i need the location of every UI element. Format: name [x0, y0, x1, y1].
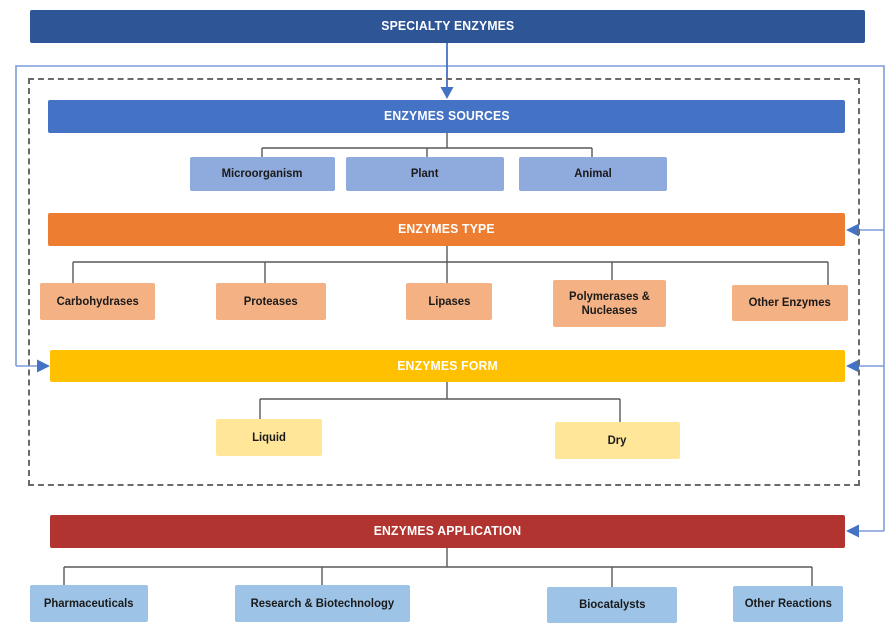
flow-arrowheads [37, 223, 859, 538]
node-animal: Animal [519, 157, 667, 191]
node-microorganism: Microorganism [190, 157, 335, 191]
node-biocatalysts: Biocatalysts [547, 587, 677, 623]
node-proteases-label: Proteases [244, 293, 298, 308]
node-dry-label: Dry [608, 432, 627, 447]
node-microorganism-label: Microorganism [222, 166, 303, 181]
node-polymerases-nucleases: Polymerases & Nucleases [553, 280, 666, 327]
banner-enzymes-type: ENZYMES TYPE [48, 213, 845, 246]
tree-connector-lines [63, 133, 829, 587]
node-dry: Dry [555, 422, 680, 459]
node-carbohydrases-label: Carbohydrases [56, 293, 139, 308]
banner-enzymes-application: ENZYMES APPLICATION [50, 515, 845, 548]
node-biocatalysts-label: Biocatalysts [578, 597, 646, 612]
node-research-biotechnology-label: Research & Biotechnology [250, 595, 395, 610]
node-other-enzymes: Other Enzymes [732, 285, 848, 321]
node-animal-label: Animal [574, 166, 612, 181]
node-other-reactions-label: Other Reactions [744, 596, 832, 611]
node-proteases: Proteases [216, 283, 326, 320]
banner-specialty-enzymes: SPECIALTY ENZYMES [30, 10, 865, 43]
banner-enzymes-application-label: ENZYMES APPLICATION [373, 523, 522, 539]
flow-connector-lines [15, 65, 885, 532]
banner-enzymes-type-label: ENZYMES TYPE [398, 221, 495, 237]
banner-enzymes-sources: ENZYMES SOURCES [48, 100, 845, 133]
banner-enzymes-form: ENZYMES FORM [50, 350, 845, 382]
node-polymerases-nucleases-label: Polymerases & Nucleases [569, 288, 650, 317]
root-down-arrow [440, 43, 454, 99]
node-research-biotechnology: Research & Biotechnology [235, 585, 410, 622]
banner-enzymes-sources-label: ENZYMES SOURCES [383, 108, 510, 124]
node-lipases: Lipases [406, 283, 492, 320]
node-lipases-label: Lipases [427, 293, 471, 308]
node-plant: Plant [346, 157, 504, 191]
node-carbohydrases: Carbohydrases [40, 283, 155, 320]
dashed-group-border [28, 78, 860, 486]
node-other-enzymes-label: Other Enzymes [748, 295, 832, 310]
node-pharmaceuticals: Pharmaceuticals [30, 585, 148, 622]
node-other-reactions: Other Reactions [733, 586, 843, 622]
node-liquid: Liquid [216, 419, 322, 456]
node-liquid-label: Liquid [252, 429, 286, 444]
banner-specialty-enzymes-label: SPECIALTY ENZYMES [380, 18, 515, 34]
banner-enzymes-form-label: ENZYMES FORM [397, 357, 498, 373]
node-plant-label: Plant [411, 166, 439, 181]
node-pharmaceuticals-label: Pharmaceuticals [44, 595, 134, 610]
